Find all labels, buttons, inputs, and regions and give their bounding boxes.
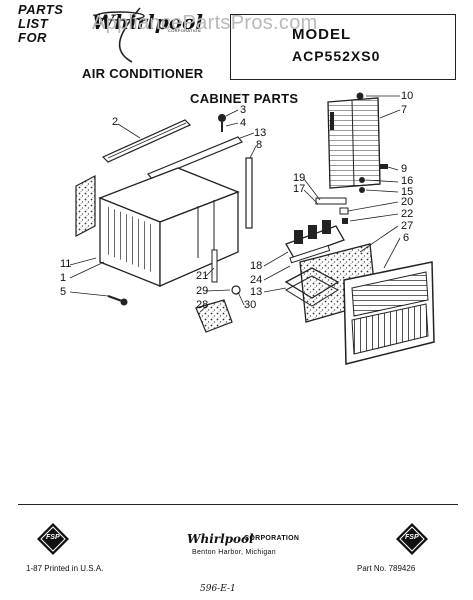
part-top-rail	[101, 119, 192, 163]
part-vertical-rod	[245, 157, 253, 229]
callout-9: 9	[401, 163, 408, 175]
callout-5: 5	[60, 286, 67, 298]
exploded-parts-diagram	[69, 92, 435, 365]
brand-logo: Whirlpool	[92, 10, 203, 34]
watermark: AppliancePartsPros.com	[92, 12, 318, 34]
fsp-logo-left	[37, 523, 69, 555]
callout-1: 1	[60, 272, 67, 284]
part-condenser-coil	[327, 92, 381, 189]
callout-29: 29	[196, 285, 209, 297]
callout-17: 17	[293, 183, 306, 195]
part-number: Part No. 789426	[357, 564, 416, 573]
parts-list-line: PARTS	[18, 2, 64, 17]
callout-18: 18	[250, 260, 263, 272]
model-box	[230, 14, 456, 80]
print-note: 1-87 Printed in U.S.A.	[26, 564, 104, 573]
callout-11: 11	[60, 258, 72, 270]
model-label: MODEL	[292, 26, 352, 43]
callout-16: 16	[401, 175, 414, 187]
leader-lines	[69, 95, 401, 313]
callout-13: 13	[250, 286, 263, 298]
callout-15: 15	[401, 186, 414, 198]
callout-10: 10	[401, 90, 414, 102]
callout-12: 13	[254, 127, 267, 139]
callout-24: 24	[250, 274, 263, 286]
fsp-logo-text: FSP	[46, 534, 60, 541]
footer-divider	[18, 504, 458, 505]
screw-icon	[359, 164, 388, 193]
footer-address: Benton Harbor, Michigan	[192, 549, 276, 556]
callout-3: 3	[240, 104, 247, 116]
part-front-grille	[343, 261, 435, 365]
footer-brand: Whirlpool	[187, 532, 254, 546]
parts-list-line: FOR	[18, 30, 47, 45]
callout-4: 4	[240, 117, 247, 129]
handwritten-note: 596-E-1	[200, 584, 236, 594]
screw-icon	[218, 114, 226, 132]
parts-list-label: PARTS LIST FOR	[18, 3, 63, 45]
callout-21: 21	[196, 270, 209, 282]
part-mounting-brackets	[315, 197, 349, 224]
brand-corporation: CORPORATION	[168, 28, 201, 33]
fsp-logo-right	[396, 523, 428, 555]
part-side-filter	[75, 175, 96, 237]
product-title: AIR CONDITIONER	[82, 66, 204, 81]
callout-30: 30	[244, 299, 257, 311]
whirlpool-swirl-logo	[95, 7, 145, 63]
part-top-rail-2	[147, 136, 243, 180]
callout-22: 22	[401, 208, 414, 220]
model-number: ACP552XS0	[292, 48, 381, 64]
callout-8: 8	[256, 139, 263, 151]
callout-6: 6	[403, 232, 410, 244]
section-title: CABINET PARTS	[190, 91, 299, 106]
bolt-icon	[107, 295, 128, 306]
callout-20: 20	[401, 196, 414, 208]
callout-28: 28	[196, 299, 209, 311]
parts-list-line: LIST	[18, 16, 49, 31]
footer-corporation: CORPORATION	[244, 535, 300, 542]
callout-2: 2	[112, 116, 119, 128]
part-cabinet-wrapper	[98, 167, 240, 287]
part-control-switch	[285, 220, 345, 264]
part-control-rod	[211, 249, 218, 283]
callout-19: 19	[293, 172, 306, 184]
fsp-logo-text: FSP	[405, 534, 419, 541]
callout-7: 7	[401, 104, 408, 116]
callout-27: 27	[401, 220, 414, 232]
